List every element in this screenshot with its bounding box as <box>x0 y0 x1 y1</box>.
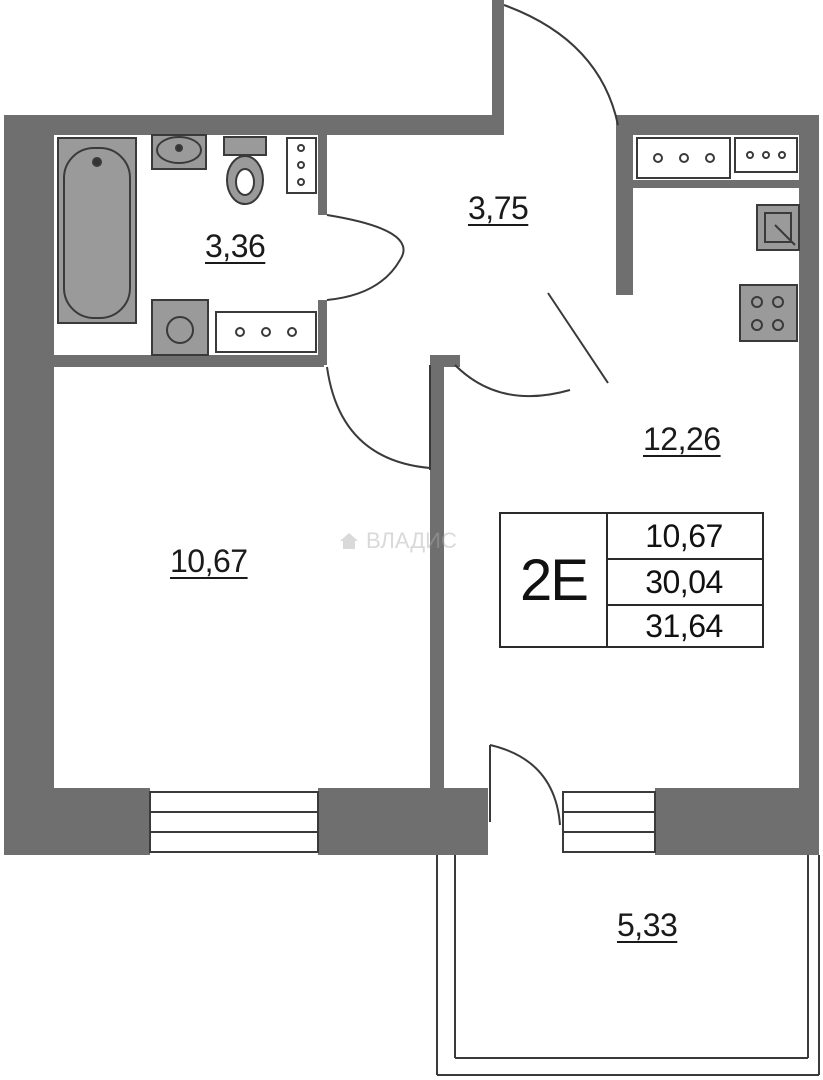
window-kitchen <box>562 791 656 853</box>
room-area-balcony: 5,33 <box>617 907 678 943</box>
walls <box>4 0 819 855</box>
bath-cabinet-vertical <box>286 137 317 194</box>
kitchen-counter-2 <box>734 137 798 173</box>
wall-top-right <box>623 115 819 135</box>
door-bedroom-swing <box>326 366 431 469</box>
room-area-hall: 3,75 <box>468 190 529 226</box>
balcony <box>436 855 820 1076</box>
house-icon <box>340 533 358 549</box>
wall-left <box>4 115 54 855</box>
bath-counter <box>215 311 317 353</box>
wall-right <box>799 115 819 855</box>
toilet-tank-icon <box>223 136 267 156</box>
door-balcony-swing <box>489 744 561 826</box>
kitchen-counter-1 <box>636 137 731 179</box>
fixtures <box>57 134 800 356</box>
door-kitchen-leaf <box>547 292 609 384</box>
wall-bedroom-kitchen <box>430 362 444 788</box>
stamp-total-area: 30,04 <box>606 558 762 606</box>
wall-hall-stub <box>430 355 460 367</box>
watermark: ВЛАДИС <box>338 528 457 554</box>
wall-bottom-mid <box>318 788 488 855</box>
watermark-text: ВЛАДИС <box>366 528 457 553</box>
room-area-bathroom: 3,36 <box>205 228 266 264</box>
apartment-code: 2E <box>501 514 608 646</box>
doors <box>326 4 619 826</box>
wall-bath-right-upper <box>318 135 327 215</box>
room-area-kitchen: 12,26 <box>643 421 721 457</box>
wall-top-left <box>4 115 500 135</box>
stamp-total-with-balcony: 31,64 <box>645 607 723 644</box>
stove-icon <box>739 284 798 342</box>
windows <box>149 791 656 853</box>
wall-bottom-right <box>655 788 819 855</box>
door-kitchen-swing <box>454 364 571 398</box>
wall-entrance-left <box>492 0 504 135</box>
wall-hall-kitchen-h <box>628 180 799 188</box>
apartment-stamp: 2E 10,67 30,04 31,64 <box>499 512 764 648</box>
stamp-living-area: 10,67 <box>645 517 723 554</box>
wall-bottom-left <box>4 788 150 855</box>
wall-hall-kitchen-v <box>623 135 633 295</box>
door-bath-swing <box>326 214 405 301</box>
wall-bath-right-lower <box>318 300 327 365</box>
door-entrance-swing <box>503 4 619 126</box>
wall-bath-bottom <box>54 355 324 367</box>
window-bedroom <box>149 791 319 853</box>
room-area-bedroom: 10,67 <box>170 543 248 579</box>
